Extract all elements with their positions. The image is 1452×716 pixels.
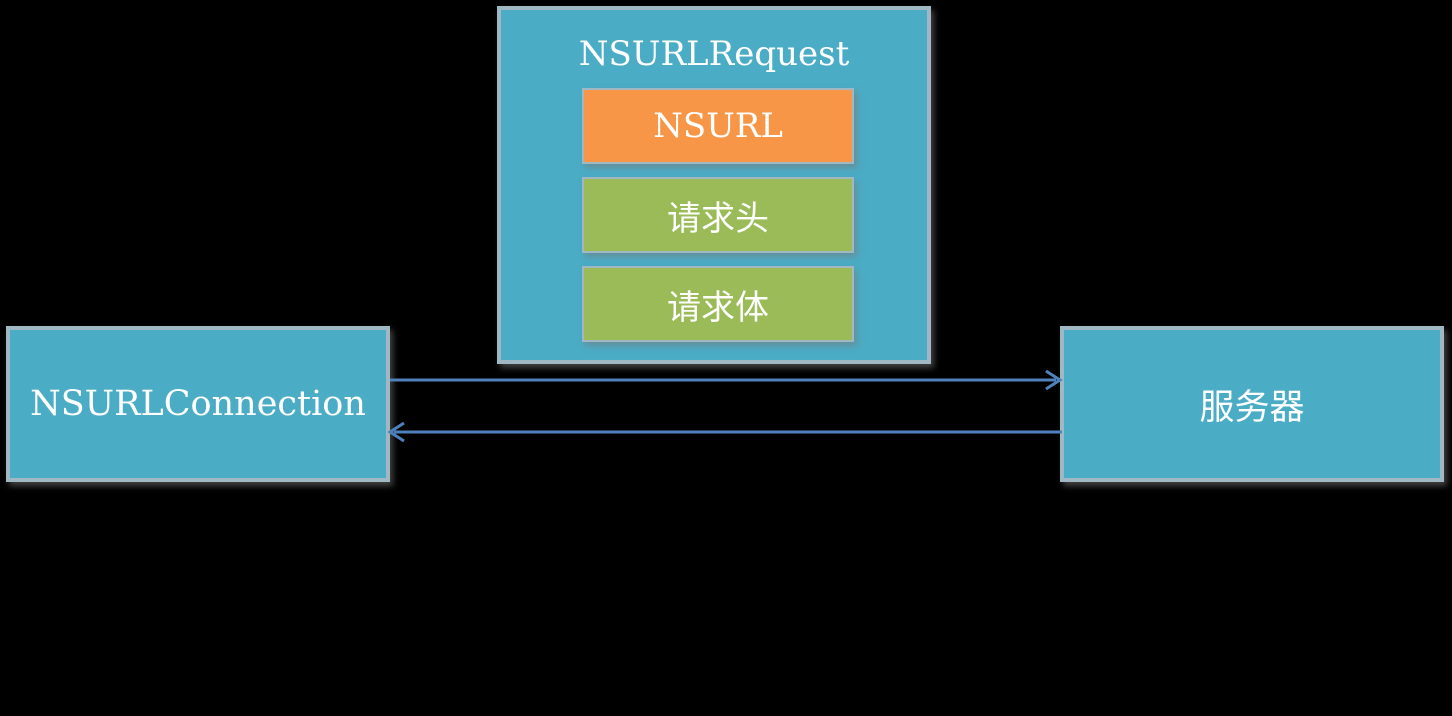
request-header-label: 请求头	[667, 198, 769, 239]
request-arrow	[390, 369, 1063, 391]
response-arrow	[387, 421, 1062, 443]
nsurl-box: NSURL	[582, 88, 854, 164]
server-box: 服务器	[1060, 326, 1444, 482]
nsurlrequest-title: NSURLRequest	[578, 34, 850, 74]
nsurlconnection-box: NSURLConnection	[6, 326, 390, 482]
nsurl-label: NSURL	[653, 106, 783, 146]
nsurlconnection-label: NSURLConnection	[30, 384, 366, 424]
request-body-label: 请求体	[667, 287, 769, 328]
request-body-box: 请求体	[582, 266, 854, 342]
nsurlrequest-box: NSURLRequest NSURL 请求头 请求体	[497, 6, 931, 364]
request-header-box: 请求头	[582, 177, 854, 253]
server-label: 服务器	[1199, 387, 1305, 428]
